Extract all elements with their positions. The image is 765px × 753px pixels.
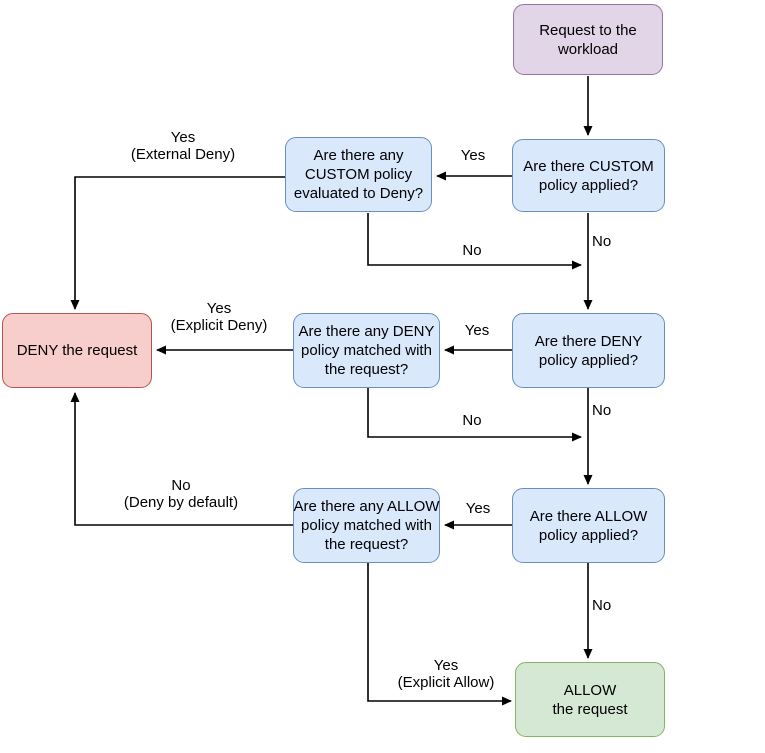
node-custom-policy-evaluated-to-deny: Are there any CUSTOM policy evaluated to…	[285, 137, 432, 212]
edge-label-no-deny-applied: No	[592, 402, 612, 419]
edge-label-yes-allow: Yes	[465, 500, 491, 517]
edge-custom-evaluated-to-deny-request	[70, 176, 285, 310]
node-request-to-workload: Request to the workload	[513, 4, 663, 75]
edge-label-yes-explicit-allow: Yes (Explicit Allow)	[397, 657, 495, 691]
edge-label-no-deny-matched: No	[462, 412, 482, 429]
edge-label-no-custom-applied: No	[592, 233, 612, 250]
edge-label-yes-external-deny: Yes (External Deny)	[130, 129, 236, 163]
edge-allow-matched-to-allow-request	[367, 563, 512, 706]
node-deny-policy-matched: Are there any DENY policy matched with t…	[293, 313, 440, 388]
node-allow-policy-applied: Are there ALLOW policy applied?	[512, 488, 665, 563]
edge-label-yes-custom: Yes	[460, 147, 486, 164]
node-deny-policy-applied: Are there DENY policy applied?	[512, 313, 665, 388]
edge-label-no-custom-evaluated: No	[462, 242, 482, 259]
edge-allow-matched-to-deny-request	[70, 392, 293, 526]
edge-label-no-allow-applied: No	[592, 597, 612, 614]
edge-deny-matched-to-allow-applied	[367, 388, 582, 442]
node-custom-policy-applied: Are there CUSTOM policy applied?	[512, 139, 665, 212]
edge-label-yes-deny: Yes	[464, 322, 490, 339]
node-allow-policy-matched: Are there any ALLOW policy matched with …	[293, 488, 440, 563]
edge-label-no-deny-by-default: No (Deny by default)	[123, 477, 239, 511]
edge-label-yes-explicit-deny: Yes (Explicit Deny)	[170, 300, 268, 334]
node-allow-the-request: ALLOW the request	[515, 662, 665, 737]
edge-custom-evaluated-to-deny-applied	[367, 213, 582, 270]
node-deny-the-request: DENY the request	[2, 313, 152, 388]
